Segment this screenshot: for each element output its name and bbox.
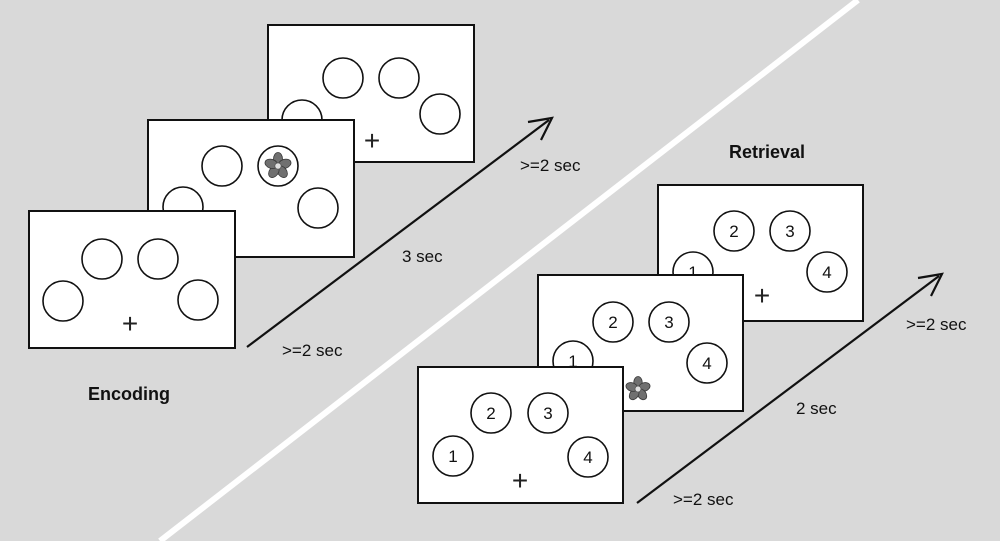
- flower-icon: [625, 376, 651, 401]
- location-circle: [648, 301, 690, 343]
- retrieval-post-duration: >=2 sec: [906, 315, 967, 334]
- location-circle: [322, 57, 364, 99]
- location-number: 2: [608, 313, 617, 332]
- location-number: 2: [486, 404, 495, 423]
- location-number: 2: [729, 222, 738, 241]
- encoding-post-duration: >=2 sec: [520, 156, 581, 175]
- location-circle: [419, 93, 461, 135]
- fixation-cross: +: [122, 308, 138, 339]
- location-circle: [432, 435, 474, 477]
- location-circle: [592, 301, 634, 343]
- location-circle: [470, 392, 512, 434]
- location-circle: [769, 210, 811, 252]
- retrieval-phase-label: Retrieval: [729, 142, 805, 162]
- flower-icon: [264, 152, 292, 178]
- location-circle: [201, 145, 243, 187]
- location-number: 4: [822, 263, 831, 282]
- retrieval-stimulus-duration: 2 sec: [796, 399, 837, 418]
- fixation-cross: +: [754, 280, 770, 311]
- location-circle: [42, 280, 84, 322]
- encoding-front-screen: +: [28, 210, 236, 349]
- retrieval-front-screen: 1 2 3 4 +: [417, 366, 624, 504]
- fixation-cross: +: [364, 125, 380, 156]
- location-circle: [378, 57, 420, 99]
- encoding-fixation-duration: >=2 sec: [282, 341, 343, 360]
- location-circle: [297, 187, 339, 229]
- location-circle: [806, 251, 848, 293]
- retrieval-fixation-duration: >=2 sec: [673, 490, 734, 509]
- location-number: 3: [664, 313, 673, 332]
- location-number: 4: [583, 448, 592, 467]
- location-circle: [713, 210, 755, 252]
- location-number: 3: [543, 404, 552, 423]
- location-number: 4: [702, 354, 711, 373]
- fixation-cross: +: [512, 465, 528, 496]
- encoding-stimulus-duration: 3 sec: [402, 247, 443, 266]
- location-number: 3: [785, 222, 794, 241]
- encoding-phase-label: Encoding: [88, 384, 170, 404]
- location-circle: [527, 392, 569, 434]
- location-circle: [177, 279, 219, 321]
- location-circle: [81, 238, 123, 280]
- encoding-time-arrow: [246, 116, 554, 348]
- location-number: 1: [688, 263, 697, 282]
- location-number: 1: [568, 352, 577, 371]
- location-circle: [686, 342, 728, 384]
- location-circle: [137, 238, 179, 280]
- retrieval-time-arrow: [636, 272, 944, 504]
- location-circle: [567, 436, 609, 478]
- phase-divider: [158, 0, 860, 541]
- location-number: 1: [448, 447, 457, 466]
